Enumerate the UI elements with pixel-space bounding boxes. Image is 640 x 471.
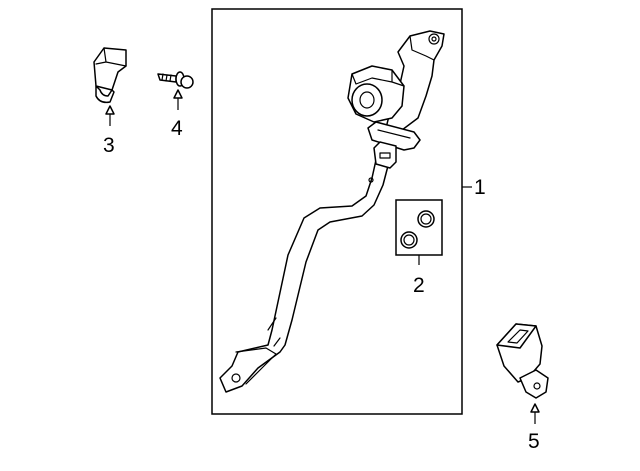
anchor-bolt-callout[interactable]: 4 xyxy=(171,117,183,140)
buckle-group[interactable]: 5 xyxy=(496,323,549,453)
retractor-spool-hub xyxy=(359,91,375,109)
bracket-bolt-hole-inner xyxy=(431,36,437,42)
bolt-kit-group[interactable]: 2 xyxy=(395,199,443,297)
retractor-cover-lines xyxy=(351,69,405,87)
belt-webbing[interactable] xyxy=(219,139,396,393)
anchor-bracket-plate[interactable] xyxy=(93,47,127,91)
anchor-bracket-group[interactable]: 3 xyxy=(93,47,127,157)
retractor-spool[interactable] xyxy=(351,83,383,117)
bolt-kit-callout[interactable]: 2 xyxy=(413,274,425,297)
anchor-bracket-fold xyxy=(95,47,127,67)
bolt-kit-bolt-upper-head xyxy=(420,213,432,225)
anchor-bolt-threads xyxy=(161,73,172,82)
bracket-edge xyxy=(409,35,435,61)
belt-anchor-hole xyxy=(231,373,241,383)
belt-assembly-frame xyxy=(211,8,463,415)
latch-plate[interactable] xyxy=(373,141,397,169)
anchor-bolt-arrow xyxy=(173,89,183,99)
latch-plate-slot xyxy=(379,152,391,159)
anchor-bolt-group[interactable]: 4 xyxy=(157,71,194,140)
bracket-bolt-hole xyxy=(428,33,440,45)
buckle-callout[interactable]: 5 xyxy=(528,430,540,453)
belt-guide-slot xyxy=(377,129,411,139)
belt-lower-anchor xyxy=(235,347,277,385)
belt-webbing-fold xyxy=(267,317,281,347)
buckle-slot xyxy=(507,329,529,344)
buckle-face[interactable] xyxy=(496,323,537,349)
buckle-anchor-hole xyxy=(533,382,541,390)
bolt-kit-bolt-lower-head xyxy=(403,234,415,246)
buckle-anchor-strap[interactable] xyxy=(519,369,549,399)
buckle-arrow xyxy=(530,403,540,413)
anchor-bracket-arrow xyxy=(105,105,115,115)
belt-assembly-callout[interactable]: 1 xyxy=(474,176,486,199)
belt-grommet xyxy=(368,177,374,183)
anchor-bolt-spacer[interactable] xyxy=(180,75,194,89)
bolt-kit-bolt-lower[interactable] xyxy=(400,231,418,249)
anchor-bracket-callout[interactable]: 3 xyxy=(103,134,115,157)
anchor-bracket-loop[interactable] xyxy=(95,85,115,104)
bolt-kit-box xyxy=(395,199,443,256)
belt-assembly-group[interactable]: 1 xyxy=(211,8,486,415)
bolt-kit-bolt-upper[interactable] xyxy=(417,210,435,228)
belt-guide[interactable] xyxy=(367,121,421,151)
